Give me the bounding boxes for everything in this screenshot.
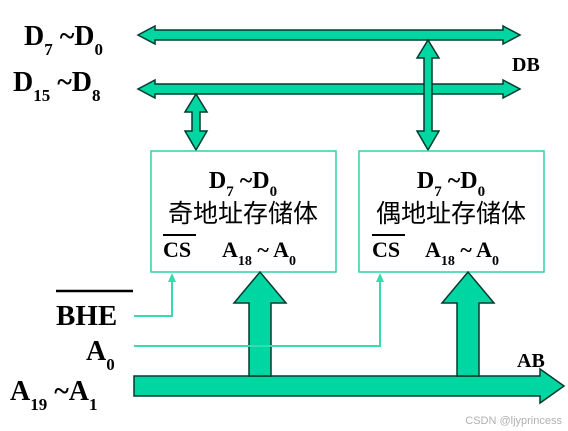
address-bus-arrow: [133, 367, 566, 405]
bhe-signal-line: [134, 281, 173, 317]
odd-bank-name: 奇地址存储体: [168, 199, 318, 228]
db-label: DB: [512, 54, 540, 76]
even-bank-name: 偶地址存储体: [376, 199, 526, 228]
watermark: CSDN @ljyprincess: [465, 415, 562, 427]
odd-bank-cs-label: CS: [163, 237, 191, 262]
bhe-signal-arrowhead: [168, 273, 176, 282]
odd-bank-box: [150, 150, 337, 273]
odd-bank-address-arrow: [232, 270, 288, 377]
ab-label: AB: [517, 350, 545, 372]
even-bank-cs-label: CS: [372, 237, 400, 262]
even-bank-address-arrow: [440, 270, 496, 377]
even-bank-addr-label: A18 ~ A0: [425, 237, 499, 269]
a0-signal-line: [134, 281, 381, 347]
data-bus-low-arrow: [136, 24, 522, 46]
odd-bank-addr-label: A18 ~ A0: [222, 237, 296, 269]
data-bus-low-label: D7 ~D0: [24, 21, 103, 59]
address-bus-label: A19 ~A1: [10, 376, 98, 414]
a0-label: A0: [86, 336, 115, 374]
even-bank-data-arrow: [415, 38, 441, 152]
odd-bank-data-arrow: [183, 92, 209, 152]
even-bank-box: [358, 150, 545, 273]
data-bus-high-label: D15 ~D8: [13, 67, 101, 105]
bhe-label: BHE: [56, 300, 117, 332]
a0-signal-arrowhead: [376, 273, 384, 282]
odd-bank-data-label: D7 ~D0: [209, 168, 277, 200]
even-bank-data-label: D7 ~D0: [417, 168, 485, 200]
